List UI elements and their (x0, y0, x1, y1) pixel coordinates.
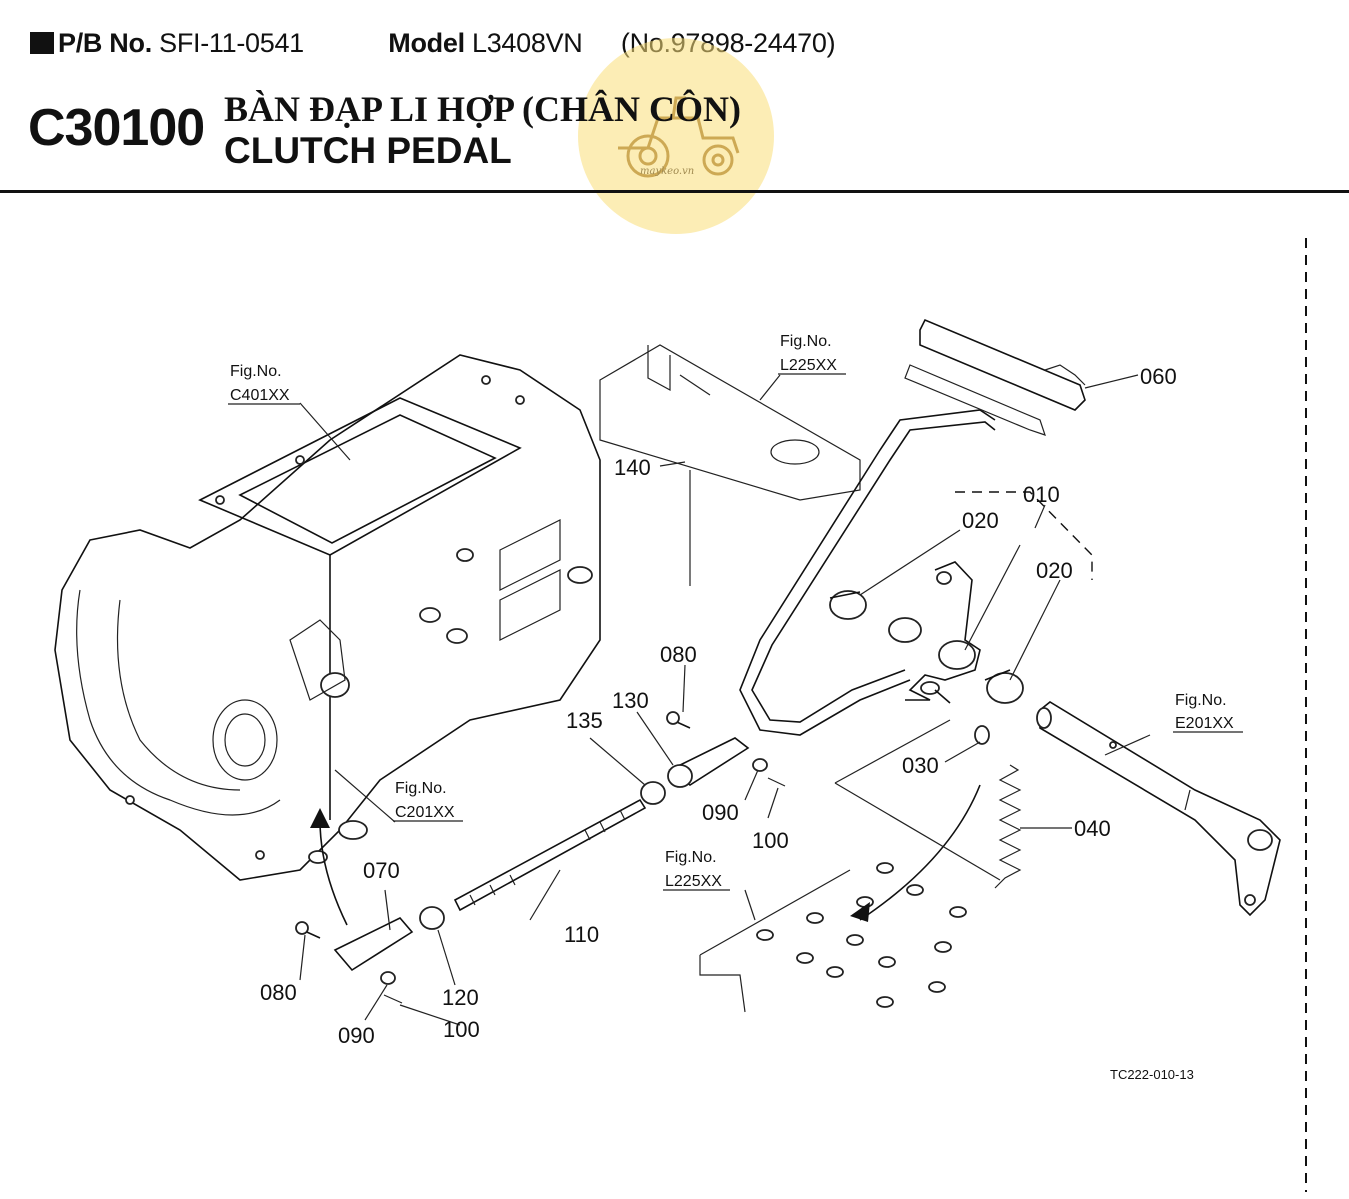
arrow-head-right-icon (850, 902, 870, 922)
drawing-code: TC222-010-13 (1110, 1067, 1194, 1082)
part-label-020: 020 (962, 508, 999, 533)
part-label-040: 040 (1074, 816, 1111, 841)
fig-ref-l225-bottom: Fig.No. L225XX (663, 849, 730, 891)
assembly-arrow-left (319, 819, 348, 926)
part-label-080: 080 (660, 642, 697, 667)
fig-ref-label: Fig.No. (230, 363, 282, 380)
transmission-case (54, 354, 601, 881)
title-vietnamese: BÀN ĐẠP LI HỢP (CHÂN CÔN) (224, 89, 742, 129)
title-english: CLUTCH PEDAL (224, 130, 512, 171)
watermark-logo (578, 38, 774, 234)
part-label-120: 120 (442, 985, 479, 1010)
part-label-130: 130 (612, 688, 649, 713)
bullet-square-icon (30, 32, 54, 54)
tractor-icon (618, 96, 740, 178)
fig-ref-number: L225XX (665, 873, 722, 890)
part-label-080: 080 (260, 980, 297, 1005)
part-label-090: 090 (702, 800, 739, 825)
pedal-shaft (1036, 701, 1281, 917)
pb-value: SFI-11-0541 (159, 28, 304, 58)
leader-lines (299, 374, 1151, 1026)
watermark-text: maykeo.vn (640, 166, 695, 177)
part-label-100: 100 (443, 1017, 480, 1042)
part-label-140: 140 (614, 455, 651, 480)
clutch-rod (453, 798, 647, 912)
section-code: C30100 (28, 99, 205, 157)
part-label-090: 090 (338, 1023, 375, 1048)
fig-ref-number: C201XX (395, 804, 455, 821)
document-header: P/B No. SFI-11-0541 Model L3408VN (No.97… (30, 28, 836, 59)
arrow-head-left-icon (310, 808, 330, 828)
part-label-010: 010 (1023, 482, 1060, 507)
assembly-arrow-right (859, 784, 981, 921)
return-spring (994, 764, 1022, 889)
model-label: Model (388, 28, 465, 58)
floor-plate (699, 862, 967, 1013)
parts-diagram: Fig.No. C401XX Fig.No. L225XX Fig.No. C2… (54, 238, 1307, 1192)
fig-ref-l225-top: Fig.No. L225XX (778, 333, 846, 375)
lower-clevis (295, 906, 445, 1004)
fig-ref-label: Fig.No. (395, 780, 447, 797)
fig-ref-number: L225XX (780, 357, 837, 374)
part-label-060: 060 (1140, 364, 1177, 389)
support-bracket (599, 344, 861, 501)
part-label-110: 110 (564, 922, 599, 947)
clutch-pedal-arm (739, 318, 1086, 736)
model-value: L3408VN (472, 28, 583, 58)
fig-ref-c401: Fig.No. C401XX (228, 363, 300, 405)
fig-ref-number: E201XX (1175, 715, 1234, 732)
upper-clevis (640, 711, 786, 805)
part-label-070: 070 (363, 858, 400, 883)
fig-ref-c201: Fig.No. C201XX (393, 780, 463, 822)
pedal-boss-assembly (829, 561, 1024, 745)
fig-ref-label: Fig.No. (1175, 692, 1227, 709)
pb-label: P/B No. (58, 28, 152, 58)
fig-ref-number: C401XX (230, 387, 290, 404)
part-label-135: 135 (566, 708, 603, 733)
fig-ref-e201: Fig.No. E201XX (1173, 692, 1243, 733)
part-label-020: 020 (1036, 558, 1073, 583)
fig-ref-label: Fig.No. (780, 333, 832, 350)
header-rule (0, 190, 1349, 193)
part-label-100: 100 (752, 828, 789, 853)
part-label-030: 030 (902, 753, 939, 778)
fig-ref-label: Fig.No. (665, 849, 717, 866)
